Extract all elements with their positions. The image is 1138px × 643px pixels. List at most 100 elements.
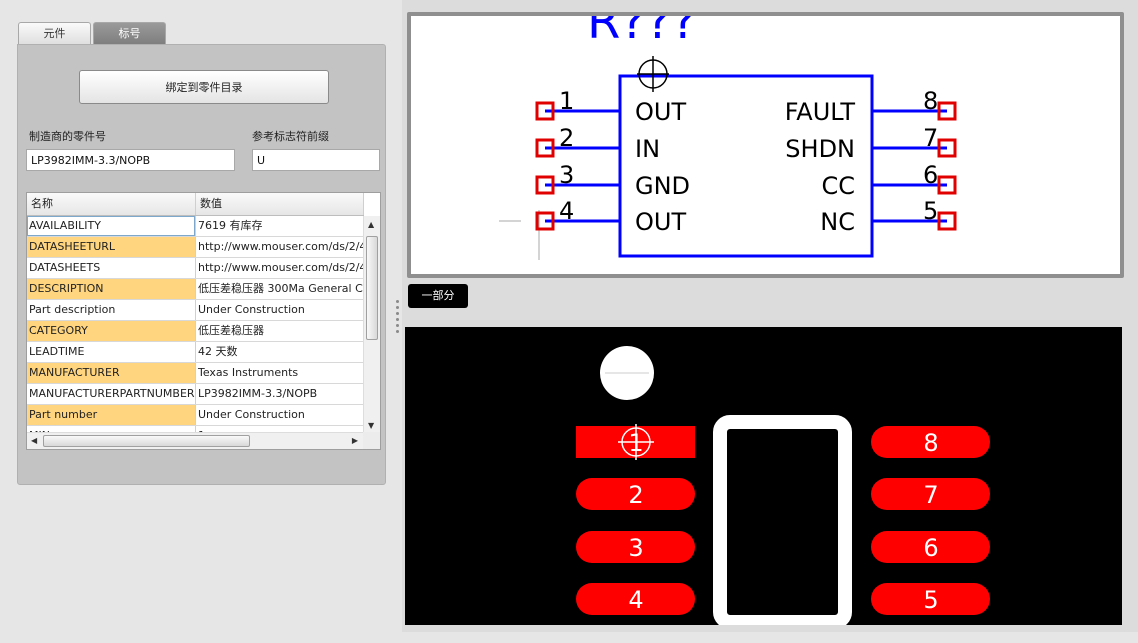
pin-number: 4 <box>559 197 574 225</box>
grip-dot <box>396 324 399 327</box>
pin-name: OUT <box>635 208 686 236</box>
vertical-scrollbar[interactable]: ▲ ▼ <box>363 216 380 435</box>
scroll-left-icon[interactable]: ◀ <box>31 436 38 445</box>
property-value-cell[interactable]: Under Construction <box>198 408 305 421</box>
pin-endpoint <box>535 175 555 195</box>
horizontal-scrollbar[interactable]: ◀ ▶ <box>27 432 364 449</box>
property-name-cell: Part number <box>27 405 196 425</box>
ref-designator-label: R??? <box>587 16 697 50</box>
property-value-cell[interactable]: 7619 有库存 <box>198 219 263 232</box>
pin-name: OUT <box>635 98 686 126</box>
property-name-cell: LEADTIME <box>27 342 196 362</box>
property-value-cell[interactable]: 低压差稳压器 300Ma General Candidate <box>198 282 364 295</box>
property-value-cell[interactable]: 42 天数 <box>198 345 238 358</box>
pad-oval <box>576 583 695 615</box>
property-value-cell[interactable]: http://www.mouser.com/ds/2/405/lp3982-44… <box>198 261 364 274</box>
pad-oval <box>871 478 990 510</box>
vertical-scroll-thumb[interactable] <box>366 236 378 340</box>
column-header-name[interactable]: 名称 <box>27 193 196 215</box>
horizontal-scroll-thumb[interactable] <box>43 435 250 447</box>
silkscreen-outline <box>713 415 852 625</box>
grip-dot <box>396 330 399 333</box>
property-name-cell: MANUFACTURERPARTNUMBER <box>27 384 196 404</box>
pin-endpoint <box>937 175 957 195</box>
pad-number: 6 <box>923 534 938 562</box>
ref-prefix-label: 参考标志符前缀 <box>252 130 329 143</box>
pin-name: CC <box>821 172 855 200</box>
pad-oval <box>576 478 695 510</box>
component-properties-panel: 元件 标号 绑定到零件目录 制造商的零件号 参考标志符前缀 名称 数值 AVAI… <box>0 0 393 643</box>
part-selector-button[interactable]: 一部分 <box>408 284 468 308</box>
pad-number: 7 <box>923 481 938 509</box>
grip-dot <box>396 318 399 321</box>
pin-name: IN <box>635 135 660 163</box>
bind-to-catalog-button[interactable]: 绑定到零件目录 <box>79 70 329 104</box>
panel-splitter[interactable] <box>393 0 402 643</box>
table-row[interactable]: DATASHEETURLhttp://www.mouser.com/ds/2/4… <box>27 237 364 258</box>
pin-number: 5 <box>923 197 938 225</box>
pin-number: 2 <box>559 124 574 152</box>
table-row[interactable]: DATASHEETShttp://www.mouser.com/ds/2/405… <box>27 258 364 279</box>
pin-endpoint <box>535 101 555 121</box>
pin-number: 8 <box>923 87 938 115</box>
property-name-cell: MANUFACTURER <box>27 363 196 383</box>
pin-endpoint <box>937 138 957 158</box>
ref-prefix-input[interactable] <box>252 149 380 171</box>
pin-number: 7 <box>923 124 938 152</box>
property-value-cell[interactable]: http://www.mouser.com/ds/2/405/lp3982-44… <box>198 240 364 253</box>
property-value-cell[interactable]: Under Construction <box>198 303 305 316</box>
grip-dot <box>396 300 399 303</box>
pin-number: 3 <box>559 161 574 189</box>
property-value-cell[interactable]: Texas Instruments <box>198 366 299 379</box>
property-name-cell: DATASHEETS <box>27 258 196 278</box>
property-value-cell[interactable]: 低压差稳压器 <box>198 324 264 337</box>
tab-labels[interactable]: 标号 <box>93 22 166 45</box>
pad-oval <box>871 583 990 615</box>
pad-number: 5 <box>923 586 938 614</box>
pin-endpoint <box>535 138 555 158</box>
ic-body-outline <box>618 74 874 258</box>
pin-number: 6 <box>923 161 938 189</box>
pad-oval <box>871 426 990 458</box>
scroll-corner <box>363 432 380 449</box>
pad-oval <box>871 531 990 563</box>
grid-header: 名称 数值 <box>27 193 364 216</box>
pad-number: 4 <box>628 586 643 614</box>
property-name-cell: AVAILABILITY <box>27 216 196 236</box>
grip-dot <box>396 306 399 309</box>
scroll-up-icon[interactable]: ▲ <box>368 220 375 229</box>
pin-endpoint <box>937 101 957 121</box>
scroll-right-icon[interactable]: ▶ <box>351 436 358 445</box>
mfr-part-number-label: 制造商的零件号 <box>29 130 106 143</box>
property-name-cell: CATEGORY <box>27 321 196 341</box>
pin-endpoint <box>535 211 555 231</box>
column-header-value[interactable]: 数值 <box>196 193 364 215</box>
pin-endpoint <box>937 211 957 231</box>
property-value-cell[interactable]: LP3982IMM-3.3/NOPB <box>198 387 318 400</box>
pin-number: 1 <box>559 87 574 115</box>
scroll-down-icon[interactable]: ▼ <box>368 421 375 430</box>
mfr-part-number-input[interactable] <box>26 149 235 171</box>
property-name-cell: DATASHEETURL <box>27 237 196 257</box>
pin-name: GND <box>635 172 690 200</box>
bottom-strip <box>402 632 1138 643</box>
tab-components[interactable]: 元件 <box>18 22 91 45</box>
component-tab-content: 绑定到零件目录 制造商的零件号 参考标志符前缀 名称 数值 AVAILABILI… <box>17 44 386 485</box>
